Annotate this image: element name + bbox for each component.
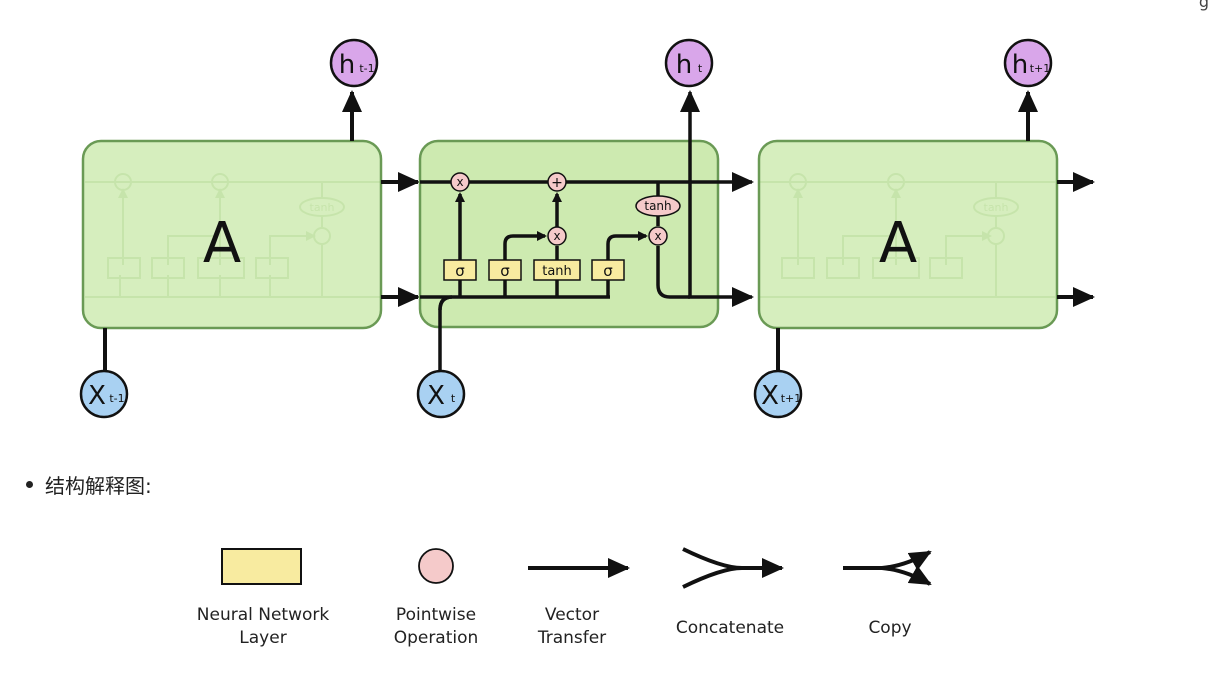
output-node-h-t-plus-1: h t+1: [1003, 38, 1053, 88]
svg-text:X: X: [427, 381, 445, 411]
layer-tanh: tanh: [533, 259, 581, 281]
svg-text:h: h: [676, 50, 692, 80]
svg-text:t+1: t+1: [781, 392, 802, 405]
cell-middle: x + x x tanh σ σ tanh: [418, 90, 754, 372]
svg-text:x: x: [456, 175, 463, 189]
svg-text:h: h: [339, 50, 355, 80]
svg-text:+: +: [551, 175, 563, 191]
bullet-dot: [26, 481, 33, 488]
layer-sigma-output: σ: [591, 259, 625, 281]
legend-concatenate-icon: [682, 547, 784, 589]
svg-text:σ: σ: [455, 262, 465, 280]
svg-text:t: t: [451, 392, 456, 405]
svg-text:t-1: t-1: [109, 392, 124, 405]
svg-text:σ: σ: [603, 262, 613, 280]
svg-text:X: X: [761, 381, 779, 411]
cell-left: tanh A: [81, 90, 420, 372]
svg-text:σ: σ: [500, 262, 510, 280]
legend-layer-icon: [221, 548, 302, 585]
svg-text:h: h: [1012, 50, 1028, 80]
input-node-x-t-plus-1: X t+1: [753, 369, 803, 419]
layer-sigma-input: σ: [488, 259, 522, 281]
svg-text:X: X: [88, 381, 106, 411]
cell-left-label: A: [203, 211, 241, 276]
svg-text:x: x: [654, 229, 661, 243]
layer-sigma-forget: σ: [443, 259, 477, 281]
legend-copy-icon: [843, 550, 932, 586]
corner-text: g: [1198, 0, 1209, 11]
svg-text:tanh: tanh: [644, 199, 671, 213]
cell-right: tanh A: [757, 90, 1095, 372]
input-node-x-t-minus-1: X t-1: [79, 369, 129, 419]
svg-text:tanh: tanh: [542, 264, 572, 279]
explanation-bullet: 结构解释图:: [26, 470, 152, 499]
svg-text:t-1: t-1: [359, 62, 374, 75]
cell-right-label: A: [879, 211, 917, 276]
pointwise-add: +: [547, 172, 567, 192]
input-node-x-t: X t: [416, 369, 466, 419]
pointwise-multiply-input: x: [547, 226, 567, 246]
output-node-h-t-minus-1: h t-1: [329, 38, 379, 88]
svg-text:t: t: [698, 62, 703, 75]
pointwise-multiply-output: x: [648, 226, 668, 246]
bullet-text: 结构解释图:: [45, 474, 152, 498]
legend-pointwise-icon: [418, 548, 454, 584]
svg-text:t+1: t+1: [1030, 62, 1051, 75]
pointwise-multiply-forget: x: [450, 172, 470, 192]
pointwise-tanh: tanh: [635, 195, 681, 217]
legend-label-concatenate: Concatenate: [675, 618, 785, 638]
svg-text:x: x: [553, 229, 560, 243]
output-node-h-t: h t: [664, 38, 714, 88]
legend-label-copy: Copy: [868, 618, 912, 638]
